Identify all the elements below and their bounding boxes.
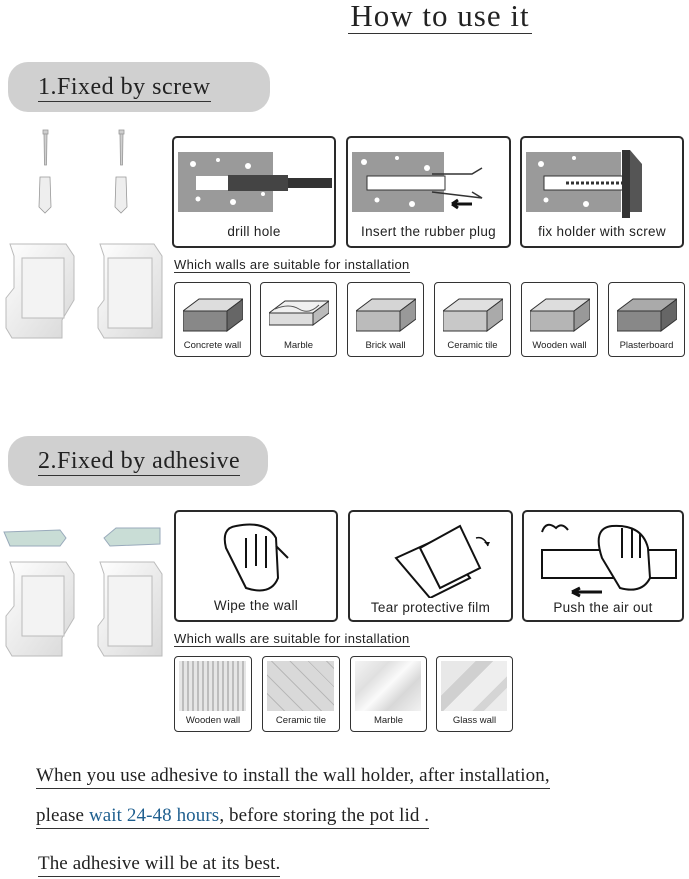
step-label: drill hole bbox=[227, 224, 281, 239]
note-line-2: please wait 24-48 hours, before storing … bbox=[36, 805, 430, 829]
step-label: Tear protective film bbox=[370, 600, 491, 615]
wall-label: Concrete wall bbox=[183, 340, 242, 351]
wall-label: Wooden wall bbox=[185, 715, 241, 726]
marble-texture bbox=[355, 661, 421, 711]
wall-holders-image bbox=[5, 243, 163, 339]
screws-plugs-image bbox=[38, 129, 128, 214]
glass-texture bbox=[441, 661, 507, 711]
step-tear-film: Tear protective film bbox=[348, 510, 513, 622]
step-wipe-wall: Wipe the wall bbox=[174, 510, 338, 622]
wall-brick: Brick wall bbox=[347, 282, 424, 357]
wall-label: Brick wall bbox=[365, 340, 406, 351]
walls-title-adhesive: Which walls are suitable for installatio… bbox=[174, 631, 410, 647]
step-insert-plug: Insert the rubber plug bbox=[346, 136, 511, 248]
push-hand-icon bbox=[541, 523, 677, 598]
wall-plasterboard: Plasterboard bbox=[608, 282, 685, 357]
page-title: How to use it bbox=[348, 0, 532, 34]
concrete-wall-icon bbox=[183, 298, 243, 332]
wall-marble-adhesive: Marble bbox=[350, 656, 427, 732]
ceramic-texture bbox=[267, 661, 334, 711]
screw-icon bbox=[526, 150, 642, 218]
wall-label: Ceramic tile bbox=[447, 340, 498, 351]
note-line-1: When you use adhesive to install the wal… bbox=[36, 765, 550, 789]
step-label: fix holder with screw bbox=[538, 224, 666, 239]
step-label: Push the air out bbox=[553, 600, 653, 615]
marble-wall-icon bbox=[269, 300, 329, 326]
wall-wooden-adhesive: Wooden wall bbox=[174, 656, 252, 732]
wooden-wall-icon bbox=[530, 298, 590, 332]
section-heading-screw: 1.Fixed by screw bbox=[8, 62, 270, 112]
wall-label: Plasterboard bbox=[619, 340, 674, 351]
wall-label: Marble bbox=[283, 340, 314, 351]
rubber-plug-icon bbox=[352, 152, 483, 212]
wipe-hand-icon bbox=[223, 523, 289, 592]
wall-wooden: Wooden wall bbox=[521, 282, 598, 357]
drill-icon bbox=[178, 152, 332, 212]
step-fix-screw: fix holder with screw bbox=[520, 136, 684, 248]
wait-time-highlight: wait 24-48 hours bbox=[88, 805, 220, 826]
wooden-texture bbox=[179, 661, 246, 711]
step-label: Wipe the wall bbox=[213, 598, 299, 613]
wall-glass-adhesive: Glass wall bbox=[436, 656, 513, 732]
note-line-3: The adhesive will be at its best. bbox=[38, 853, 281, 877]
wall-label: Ceramic tile bbox=[275, 715, 327, 726]
wall-holders-adhesive-image bbox=[5, 561, 163, 657]
wall-label: Wooden wall bbox=[532, 340, 587, 351]
wall-ceramic: Ceramic tile bbox=[434, 282, 511, 357]
wall-ceramic-adhesive: Ceramic tile bbox=[262, 656, 340, 732]
walls-title: Which walls are suitable for installatio… bbox=[174, 257, 410, 273]
ceramic-tile-icon bbox=[443, 298, 503, 332]
wall-label: Glass wall bbox=[452, 715, 497, 726]
film-icon bbox=[394, 524, 490, 598]
step-push-air: Push the air out bbox=[522, 510, 684, 622]
plasterboard-icon bbox=[617, 298, 677, 332]
wall-concrete: Concrete wall bbox=[174, 282, 251, 357]
section-heading-adhesive: 2.Fixed by adhesive bbox=[8, 436, 268, 486]
wall-label: Marble bbox=[373, 715, 404, 726]
step-label: Insert the rubber plug bbox=[361, 224, 496, 239]
adhesive-pads-image bbox=[3, 527, 161, 547]
step-drill-hole: drill hole bbox=[172, 136, 336, 248]
brick-wall-icon bbox=[356, 298, 416, 332]
wall-marble: Marble bbox=[260, 282, 337, 357]
